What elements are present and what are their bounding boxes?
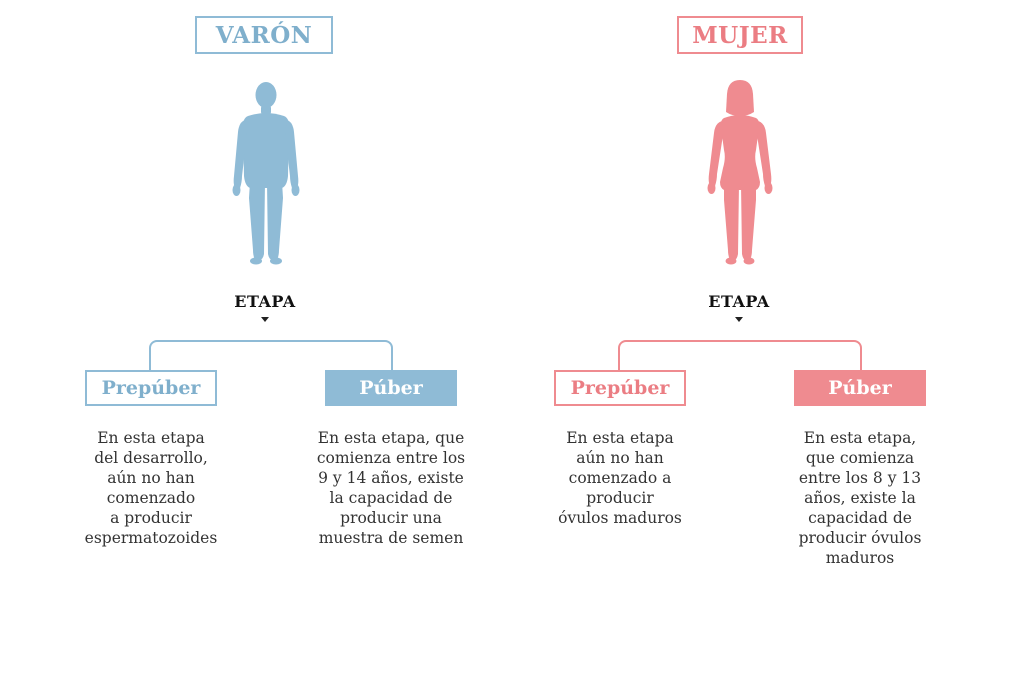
male-branch-connector bbox=[149, 340, 393, 370]
female-stage-prepuber: Prepúber bbox=[554, 370, 686, 406]
female-silhouette-icon bbox=[707, 80, 773, 265]
male-title: VARÓN bbox=[195, 16, 333, 54]
female-stage-puber: Púber bbox=[794, 370, 926, 406]
female-etapa-label: ETAPA bbox=[708, 292, 770, 311]
female-puber-description: En esta etapa, que comienza entre los 8 … bbox=[798, 429, 922, 567]
male-stage-prepuber: Prepúber bbox=[85, 370, 217, 406]
male-etapa-label: ETAPA bbox=[234, 292, 296, 311]
male-stage-puber: Púber bbox=[325, 370, 457, 406]
female-column: MUJER ETAPA Prepúber Púber En esta etapa… bbox=[517, 0, 1034, 688]
female-etapa-arrow-icon bbox=[735, 317, 743, 322]
male-etapa-arrow-icon bbox=[261, 317, 269, 322]
female-branch-connector bbox=[618, 340, 862, 370]
male-silhouette-icon bbox=[232, 82, 300, 265]
female-prepuber-description: En esta etapa aún no han comenzado a pro… bbox=[558, 429, 682, 527]
male-prepuber-description: En esta etapa del desarrollo, aún no han… bbox=[84, 429, 218, 547]
male-column: VARÓN ETAPA Prepúber Púber En esta etapa… bbox=[84, 16, 466, 547]
male-puber-description: En esta etapa, que comienza entre los 9 … bbox=[316, 429, 466, 547]
female-title: MUJER bbox=[677, 16, 803, 54]
